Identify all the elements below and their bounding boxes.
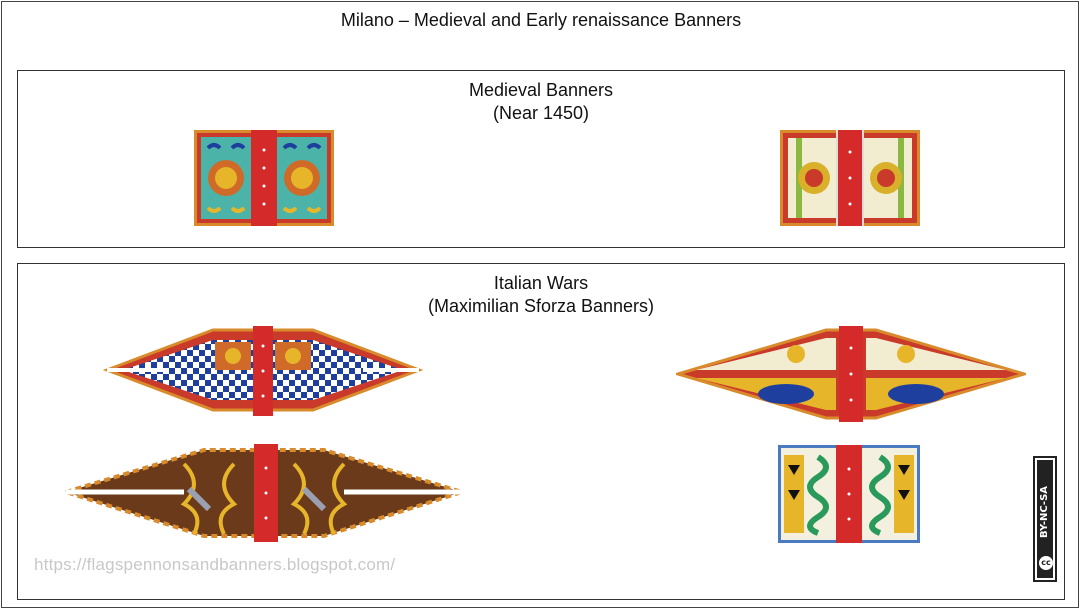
section-title: Medieval Banners xyxy=(468,80,614,100)
medieval-banner-left xyxy=(194,130,334,226)
section-title: Italian Wars xyxy=(493,273,589,293)
license-badge-text: BY-NC-SA xyxy=(1039,485,1050,539)
medieval-banners-panel: Medieval Banners (Near 1450) xyxy=(17,70,1065,248)
sforza-banner-serpent xyxy=(778,445,920,543)
license-badge-inner: BY-NC-SA cc xyxy=(1037,460,1053,578)
sforza-banner-checkered xyxy=(103,326,423,416)
italian-wars-panel: Italian Wars (Maximilian Sforza Banners) xyxy=(17,263,1065,600)
medieval-banner-right xyxy=(780,130,920,226)
cc-icon: cc xyxy=(1039,556,1053,570)
section-subtitle: (Maximilian Sforza Banners) xyxy=(427,296,655,316)
license-badge: BY-NC-SA cc xyxy=(1033,456,1057,582)
section-subtitle: (Near 1450) xyxy=(492,103,590,123)
page-title: Milano – Medieval and Early renaissance … xyxy=(340,10,742,30)
sforza-banner-lozenge xyxy=(676,326,1026,422)
watermark-url: https://flagspennonsandbanners.blogspot.… xyxy=(34,555,396,574)
sforza-banner-brown xyxy=(64,444,464,542)
